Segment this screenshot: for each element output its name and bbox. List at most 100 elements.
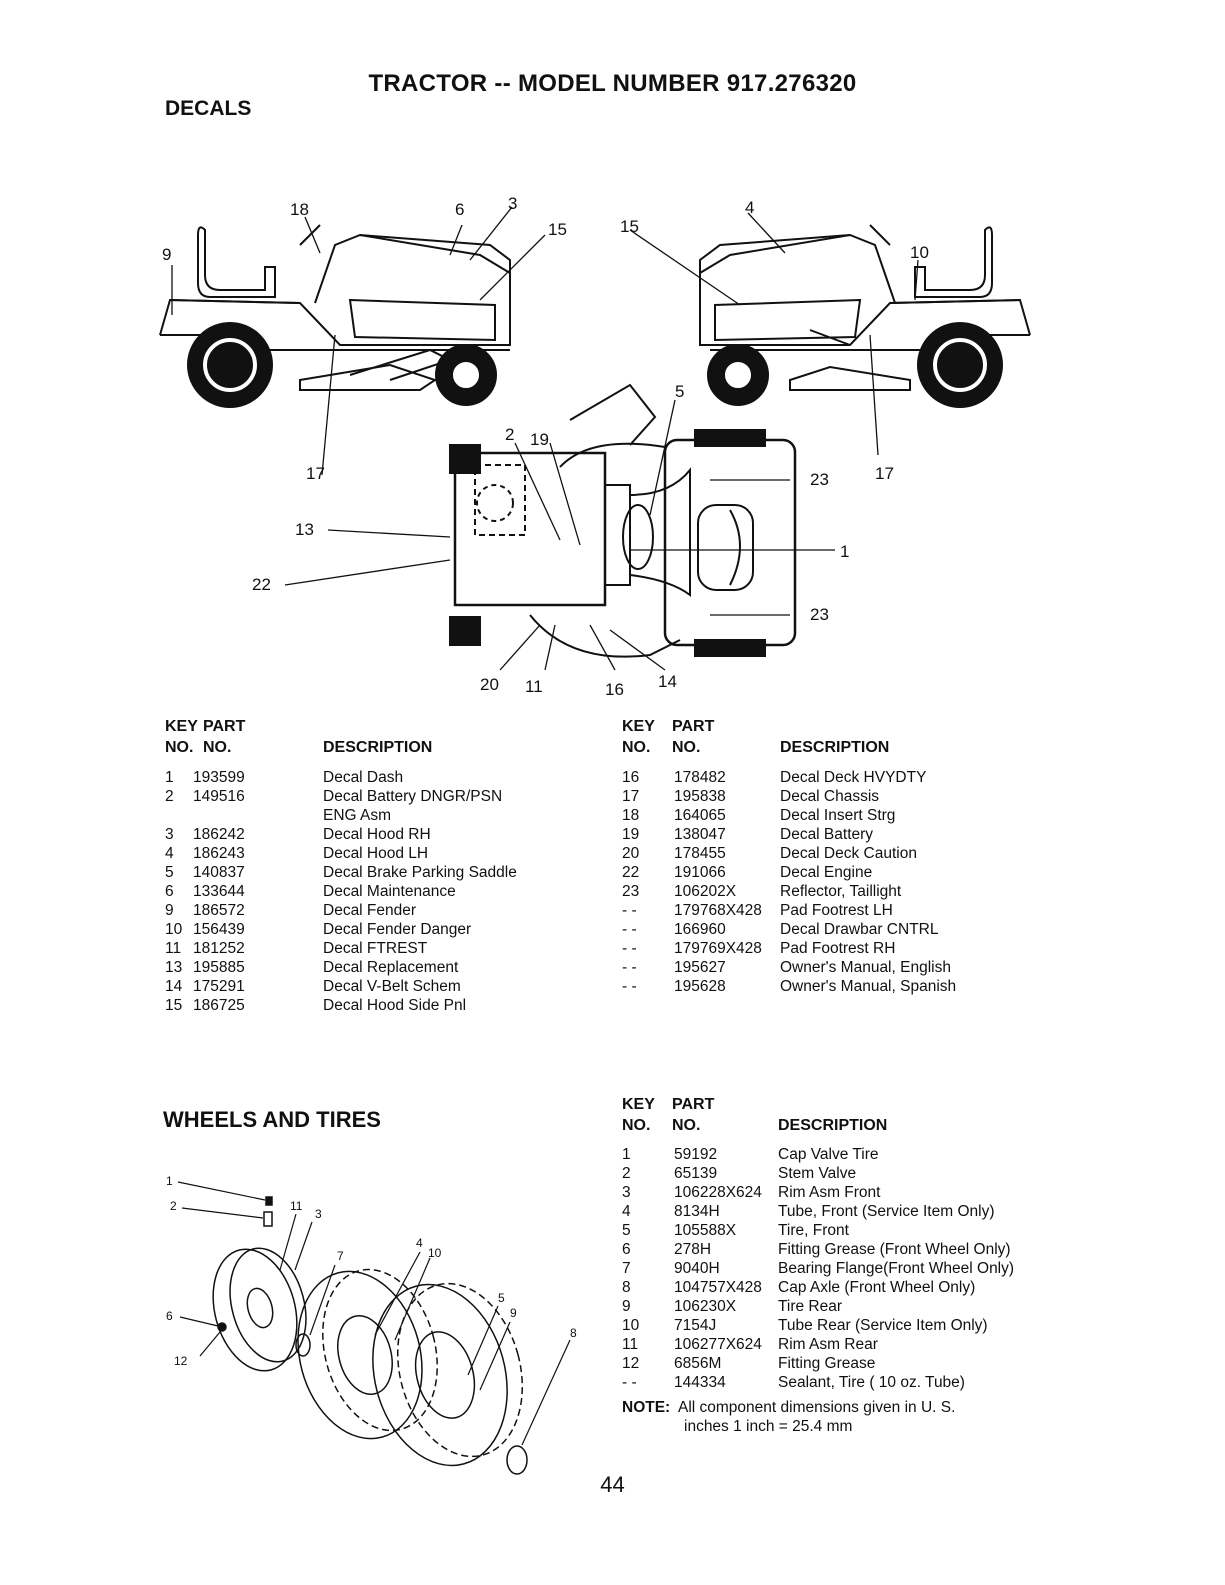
- key-cell: 1: [622, 1146, 631, 1163]
- note-label: NOTE:: [622, 1399, 671, 1416]
- key-cell: 3: [622, 1184, 631, 1201]
- description-cell: Decal Drawbar CNTRL: [780, 921, 939, 938]
- key-cell: 11: [622, 1336, 639, 1353]
- part-number-cell: 186243: [193, 845, 245, 862]
- description-cell: Decal Deck Caution: [780, 845, 917, 862]
- part-number-cell: 191066: [674, 864, 726, 881]
- key-cell: - -: [622, 959, 637, 976]
- wheels-diagram: 1 2 11 3 7 4 10 5 9 8 6 12: [160, 1160, 600, 1480]
- key-cell: 4: [165, 845, 174, 862]
- header-description: DESCRIPTION: [780, 739, 890, 756]
- header-description: DESCRIPTION: [323, 739, 433, 756]
- part-number-cell: 179769X428: [674, 940, 762, 957]
- part-number-cell: 195885: [193, 959, 245, 976]
- part-number-cell: 186242: [193, 826, 245, 843]
- callout-10: 10: [910, 243, 929, 262]
- key-cell: 3: [165, 826, 174, 843]
- part-number-cell: 178455: [674, 845, 726, 862]
- callout-18: 18: [290, 200, 309, 219]
- page-title: TRACTOR -- MODEL NUMBER 917.276320: [368, 70, 857, 97]
- part-number-cell: 105588X: [674, 1222, 737, 1239]
- valve-cap-drawing: [265, 1196, 273, 1206]
- top-view-wheel-fr: [694, 639, 766, 657]
- description-cell: Fitting Grease: [778, 1355, 876, 1372]
- description-cell: Stem Valve: [778, 1165, 857, 1182]
- part-number-cell: 149516: [193, 788, 245, 805]
- description-cell: Rim Asm Front: [778, 1184, 881, 1201]
- header-part-bottom: NO.: [672, 1117, 701, 1134]
- callout-16: 16: [605, 680, 624, 699]
- part-number-cell: 106230X: [674, 1298, 737, 1315]
- key-cell: 10: [622, 1317, 640, 1334]
- key-cell: 6: [622, 1241, 631, 1258]
- part-number-cell: 9040H: [674, 1260, 720, 1277]
- part-number-cell: 195838: [674, 788, 726, 805]
- header-part-top: PART: [203, 718, 246, 735]
- key-cell: 13: [165, 959, 183, 976]
- part-number-cell: 106228X624: [674, 1184, 762, 1201]
- description-cell: Fitting Grease (Front Wheel Only): [778, 1241, 1011, 1258]
- part-number-cell: 7154J: [674, 1317, 717, 1334]
- header-key-bottom: NO.: [622, 739, 651, 756]
- part-number-cell: 156439: [193, 921, 245, 938]
- callout-17-right: 17: [875, 464, 894, 483]
- key-cell: 19: [622, 826, 640, 843]
- key-cell: 10: [165, 921, 183, 938]
- description-cell: Decal Brake Parking Saddle: [323, 864, 517, 881]
- note-line-1: All component dimensions given in U. S.: [677, 1399, 956, 1416]
- wheel-callout-7: 7: [337, 1249, 344, 1263]
- part-number-cell: 175291: [193, 978, 245, 995]
- top-view-wheel-rr: [449, 616, 481, 646]
- part-number-cell: 186725: [193, 997, 245, 1014]
- description-cell: Cap Axle (Front Wheel Only): [778, 1279, 976, 1296]
- header-part-top: PART: [672, 1096, 715, 1113]
- wheel-callout-4: 4: [416, 1236, 423, 1250]
- callout-15-left: 15: [548, 220, 567, 239]
- key-cell: 9: [622, 1298, 631, 1315]
- wheel-callout-3: 3: [315, 1207, 322, 1221]
- table-row: 3 106228X624 Rim Asm Front: [622, 1183, 1052, 1202]
- part-number-cell: 138047: [674, 826, 726, 843]
- description-cell: Rim Asm Rear: [778, 1336, 878, 1353]
- description-cell: Decal Maintenance: [323, 883, 456, 900]
- key-cell: - -: [622, 1374, 637, 1391]
- tractor-decals-illustration: 9 18 6 3 15 15 4 10 17 17 13 22 2 19 5 2…: [159, 194, 1031, 699]
- callout-4: 4: [745, 198, 754, 217]
- axle-cap-drawing: [506, 1445, 528, 1475]
- part-number-cell: 8134H: [674, 1203, 720, 1220]
- part-number-cell: 164065: [674, 807, 726, 824]
- callout-9: 9: [162, 245, 171, 264]
- key-cell: 23: [622, 883, 640, 900]
- header-key-bottom: NO.: [165, 739, 194, 756]
- valve-stem-drawing: [263, 1211, 273, 1227]
- description-cell: Tire, Front: [778, 1222, 849, 1239]
- key-cell: 8: [622, 1279, 631, 1296]
- wheels-section-title: WHEELS AND TIRES: [163, 1107, 381, 1132]
- table-row: ENG Asm: [165, 806, 585, 825]
- decals-right-table-header: KEY PART NO. NO. DESCRIPTION: [622, 716, 1022, 758]
- header-key-bottom: NO.: [622, 1117, 651, 1134]
- wheel-callout-2: 2: [170, 1199, 177, 1213]
- key-cell: - -: [622, 978, 637, 995]
- description-cell: Pad Footrest LH: [780, 902, 893, 919]
- callout-23-top: 23: [810, 470, 829, 489]
- key-cell: 9: [165, 902, 174, 919]
